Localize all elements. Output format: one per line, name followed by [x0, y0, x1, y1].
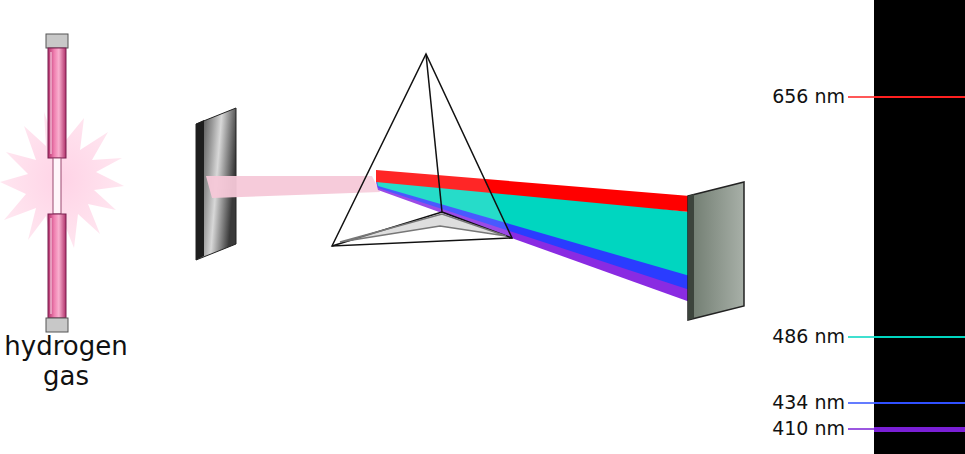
light-beam	[206, 176, 380, 198]
prism	[332, 54, 512, 246]
wavelength-label: 486 nm	[740, 326, 845, 348]
wavelength-label: 434 nm	[740, 392, 845, 414]
screen	[688, 182, 744, 320]
wavelength-label: 410 nm	[740, 418, 845, 440]
spectrum-panel	[848, 0, 965, 454]
discharge-tube	[46, 34, 68, 332]
wavelength-label: 656 nm	[740, 86, 845, 108]
component-label: hydrogen gas	[0, 332, 132, 392]
